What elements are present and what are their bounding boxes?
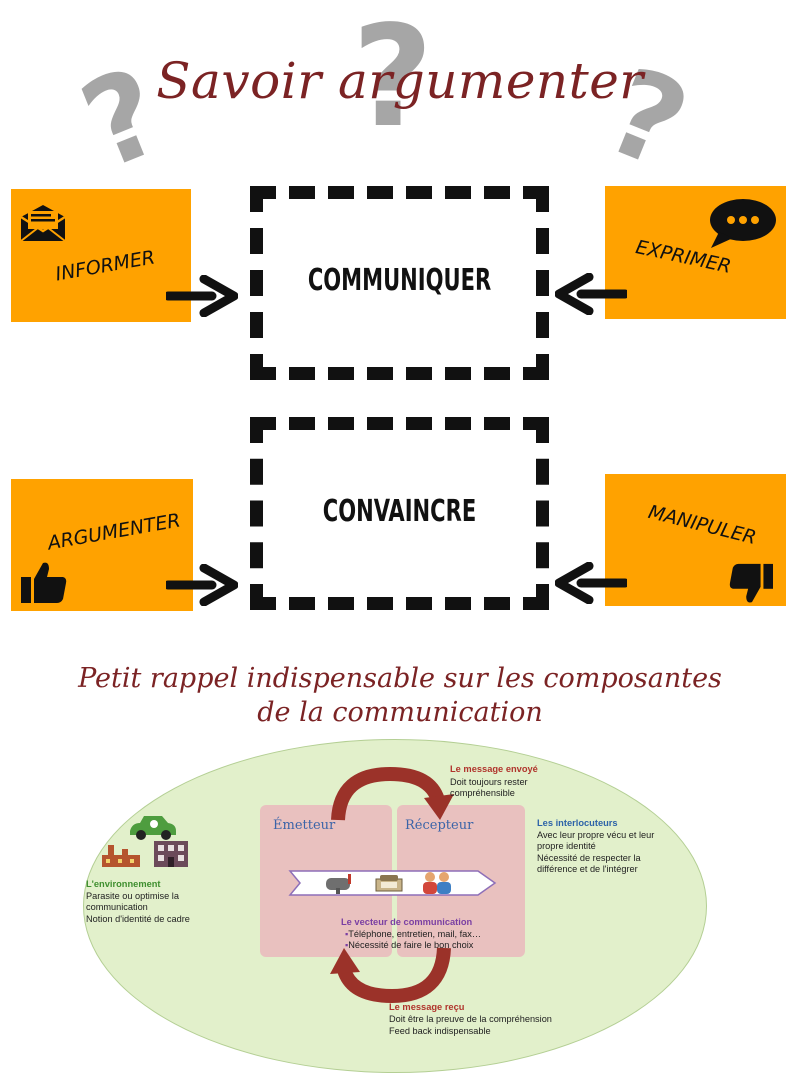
convaincre-label: CONVAINCRE (322, 494, 477, 529)
vecteur-line-2-text: Nécessité de faire le bon choix (348, 940, 474, 950)
informer-label: INFORMER (53, 246, 157, 286)
exprimer-box: EXPRIMER (605, 186, 786, 319)
communiquer-box (250, 186, 549, 380)
factory-icon (102, 845, 140, 867)
argumenter-label: ARGUMENTER (46, 509, 183, 555)
cycle-arrow-bottom (330, 947, 451, 1004)
interlocuteurs-line-2: propre identité (537, 841, 596, 851)
manipuler-box: MANIPULER (605, 474, 786, 606)
envelope-icon (20, 205, 66, 242)
arrow-informer (166, 275, 238, 317)
speech-bubble-icon (710, 199, 776, 248)
environnement-line-2: communication (86, 902, 148, 912)
vecteur-line-1: ▪Téléphone, entretien, mail, fax… (345, 929, 482, 939)
thumbs-down-icon (729, 563, 773, 603)
recepteur-label: Récepteur (405, 818, 474, 833)
communication-ellipse (83, 739, 707, 1073)
communiquer-label: COMMUNIQUER (307, 263, 492, 298)
message-recu-title: Le message reçu (389, 1002, 465, 1012)
message-envoye-line-2: compréhensible (450, 788, 515, 798)
arrow-manipuler (555, 562, 627, 604)
emetteur-label: Émetteur (273, 818, 336, 833)
subtitle-line-1: Petit rappel indispensable sur les compo… (78, 663, 722, 694)
people-icon (423, 872, 451, 894)
message-envoye-line-1: Doit toujours rester (450, 777, 528, 787)
message-envoye-title: Le message envoyé (450, 764, 538, 774)
subtitle: Petit rappel indispensable sur les compo… (0, 662, 800, 730)
cycle-arrow-top (331, 766, 454, 821)
environnement-line-1: Parasite ou optimise la (86, 891, 179, 901)
interlocuteurs-title: Les interlocuteurs (537, 818, 618, 828)
building-icon (154, 841, 188, 867)
interlocuteurs-line-4: différence et de l'intégrer (537, 864, 638, 874)
page-title: Savoir argumenter (156, 52, 644, 110)
convaincre-box (250, 417, 549, 610)
message-recu-line-1: Doit être la preuve de la compréhension (389, 1014, 552, 1024)
phone-icon (375, 875, 403, 892)
subtitle-line-2: de la communication (257, 697, 543, 728)
interlocuteurs-line-3: Nécessité de respecter la (537, 853, 641, 863)
argumenter-box: ARGUMENTER (11, 479, 193, 611)
interlocuteurs-line-1: Avec leur propre vécu et leur (537, 830, 655, 840)
message-recu-line-2: Feed back indispensable (389, 1026, 491, 1036)
mailbox-icon (326, 874, 351, 894)
arrow-exprimer (555, 273, 627, 315)
environnement-line-3: Notion d'identité de cadre (86, 914, 190, 924)
question-mark-center: ? (352, 0, 434, 159)
informer-box: INFORMER (11, 189, 191, 322)
vecteur-line-1-text: Téléphone, entretien, mail, fax… (348, 929, 482, 939)
thumbs-up-icon (21, 562, 67, 603)
arrow-argumenter (166, 564, 238, 606)
manipuler-label: MANIPULER (645, 500, 759, 550)
vecteur-title: Le vecteur de communication (341, 917, 473, 927)
vecteur-line-2: ▪Nécessité de faire le bon choix (345, 940, 474, 950)
car-icon (130, 816, 176, 840)
environnement-title: L'environnement (86, 879, 161, 889)
